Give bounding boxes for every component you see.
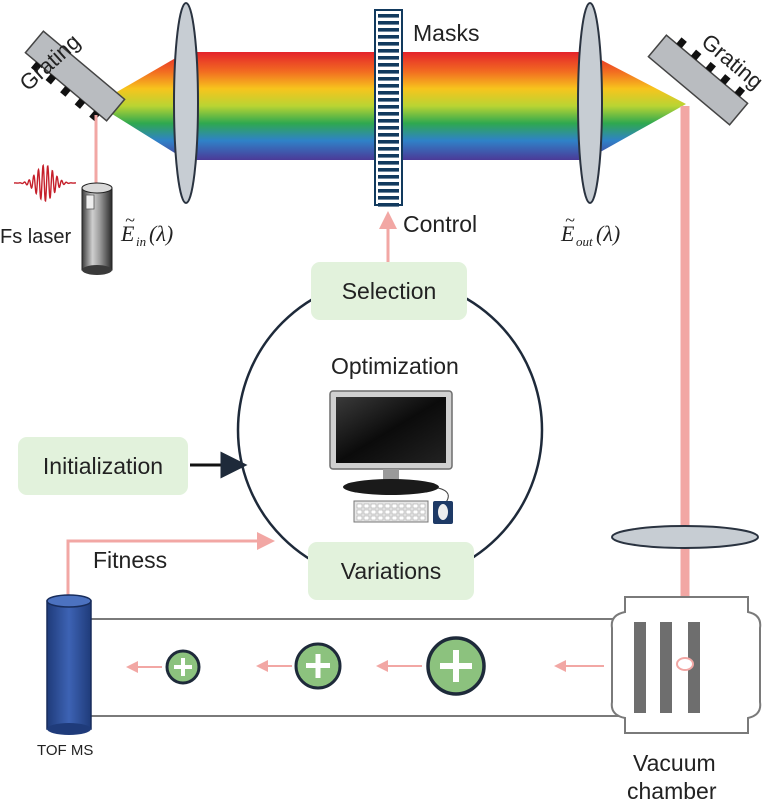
variations-step: Variations [308, 542, 474, 600]
svg-text:~: ~ [125, 210, 135, 230]
vacuum-label-line1: Vacuum [633, 750, 716, 776]
selection-step: Selection [311, 262, 467, 320]
masks-label: Masks [413, 20, 479, 46]
initialization-label: Initialization [42, 452, 164, 479]
selection-label: Selection [341, 277, 437, 304]
svg-text:~: ~ [565, 210, 575, 230]
svg-text:(λ): (λ) [149, 221, 173, 246]
left-grating [24, 30, 126, 122]
fs-laser-label: Fs laser [0, 226, 71, 248]
left-lens [173, 2, 199, 204]
optimization-label: Optimization [331, 353, 459, 379]
positive-ion-icon [294, 642, 342, 690]
fitness-arrow [66, 532, 275, 600]
vacuum-label-line2: chamber [627, 778, 717, 804]
svg-text:in: in [136, 234, 146, 249]
positive-ion-icon [426, 636, 486, 696]
positive-ion-icon [165, 649, 201, 685]
desktop-computer-icon [329, 390, 453, 524]
right-grating [647, 34, 749, 126]
tof-ms-label: TOF MS [37, 742, 93, 759]
vacuum-chamber [610, 596, 762, 734]
e-in-label: E ~ in (λ) [120, 210, 173, 249]
fs-laser-source [81, 182, 113, 275]
svg-text:(λ): (λ) [596, 221, 620, 246]
e-out-label: E ~ out (λ) [560, 210, 620, 249]
masks-modulator [374, 9, 403, 207]
variations-label: Variations [340, 557, 442, 584]
right-lens [577, 2, 603, 204]
focusing-lens [611, 525, 759, 549]
tof-ms-detector [46, 594, 92, 735]
control-label: Control [403, 211, 477, 237]
laser-pulse-icon [13, 163, 77, 203]
svg-text:E: E [120, 221, 135, 246]
fitness-label: Fitness [93, 547, 167, 573]
initialization-step: Initialization [18, 437, 188, 495]
svg-text:out: out [576, 234, 593, 249]
svg-text:E: E [560, 221, 575, 246]
